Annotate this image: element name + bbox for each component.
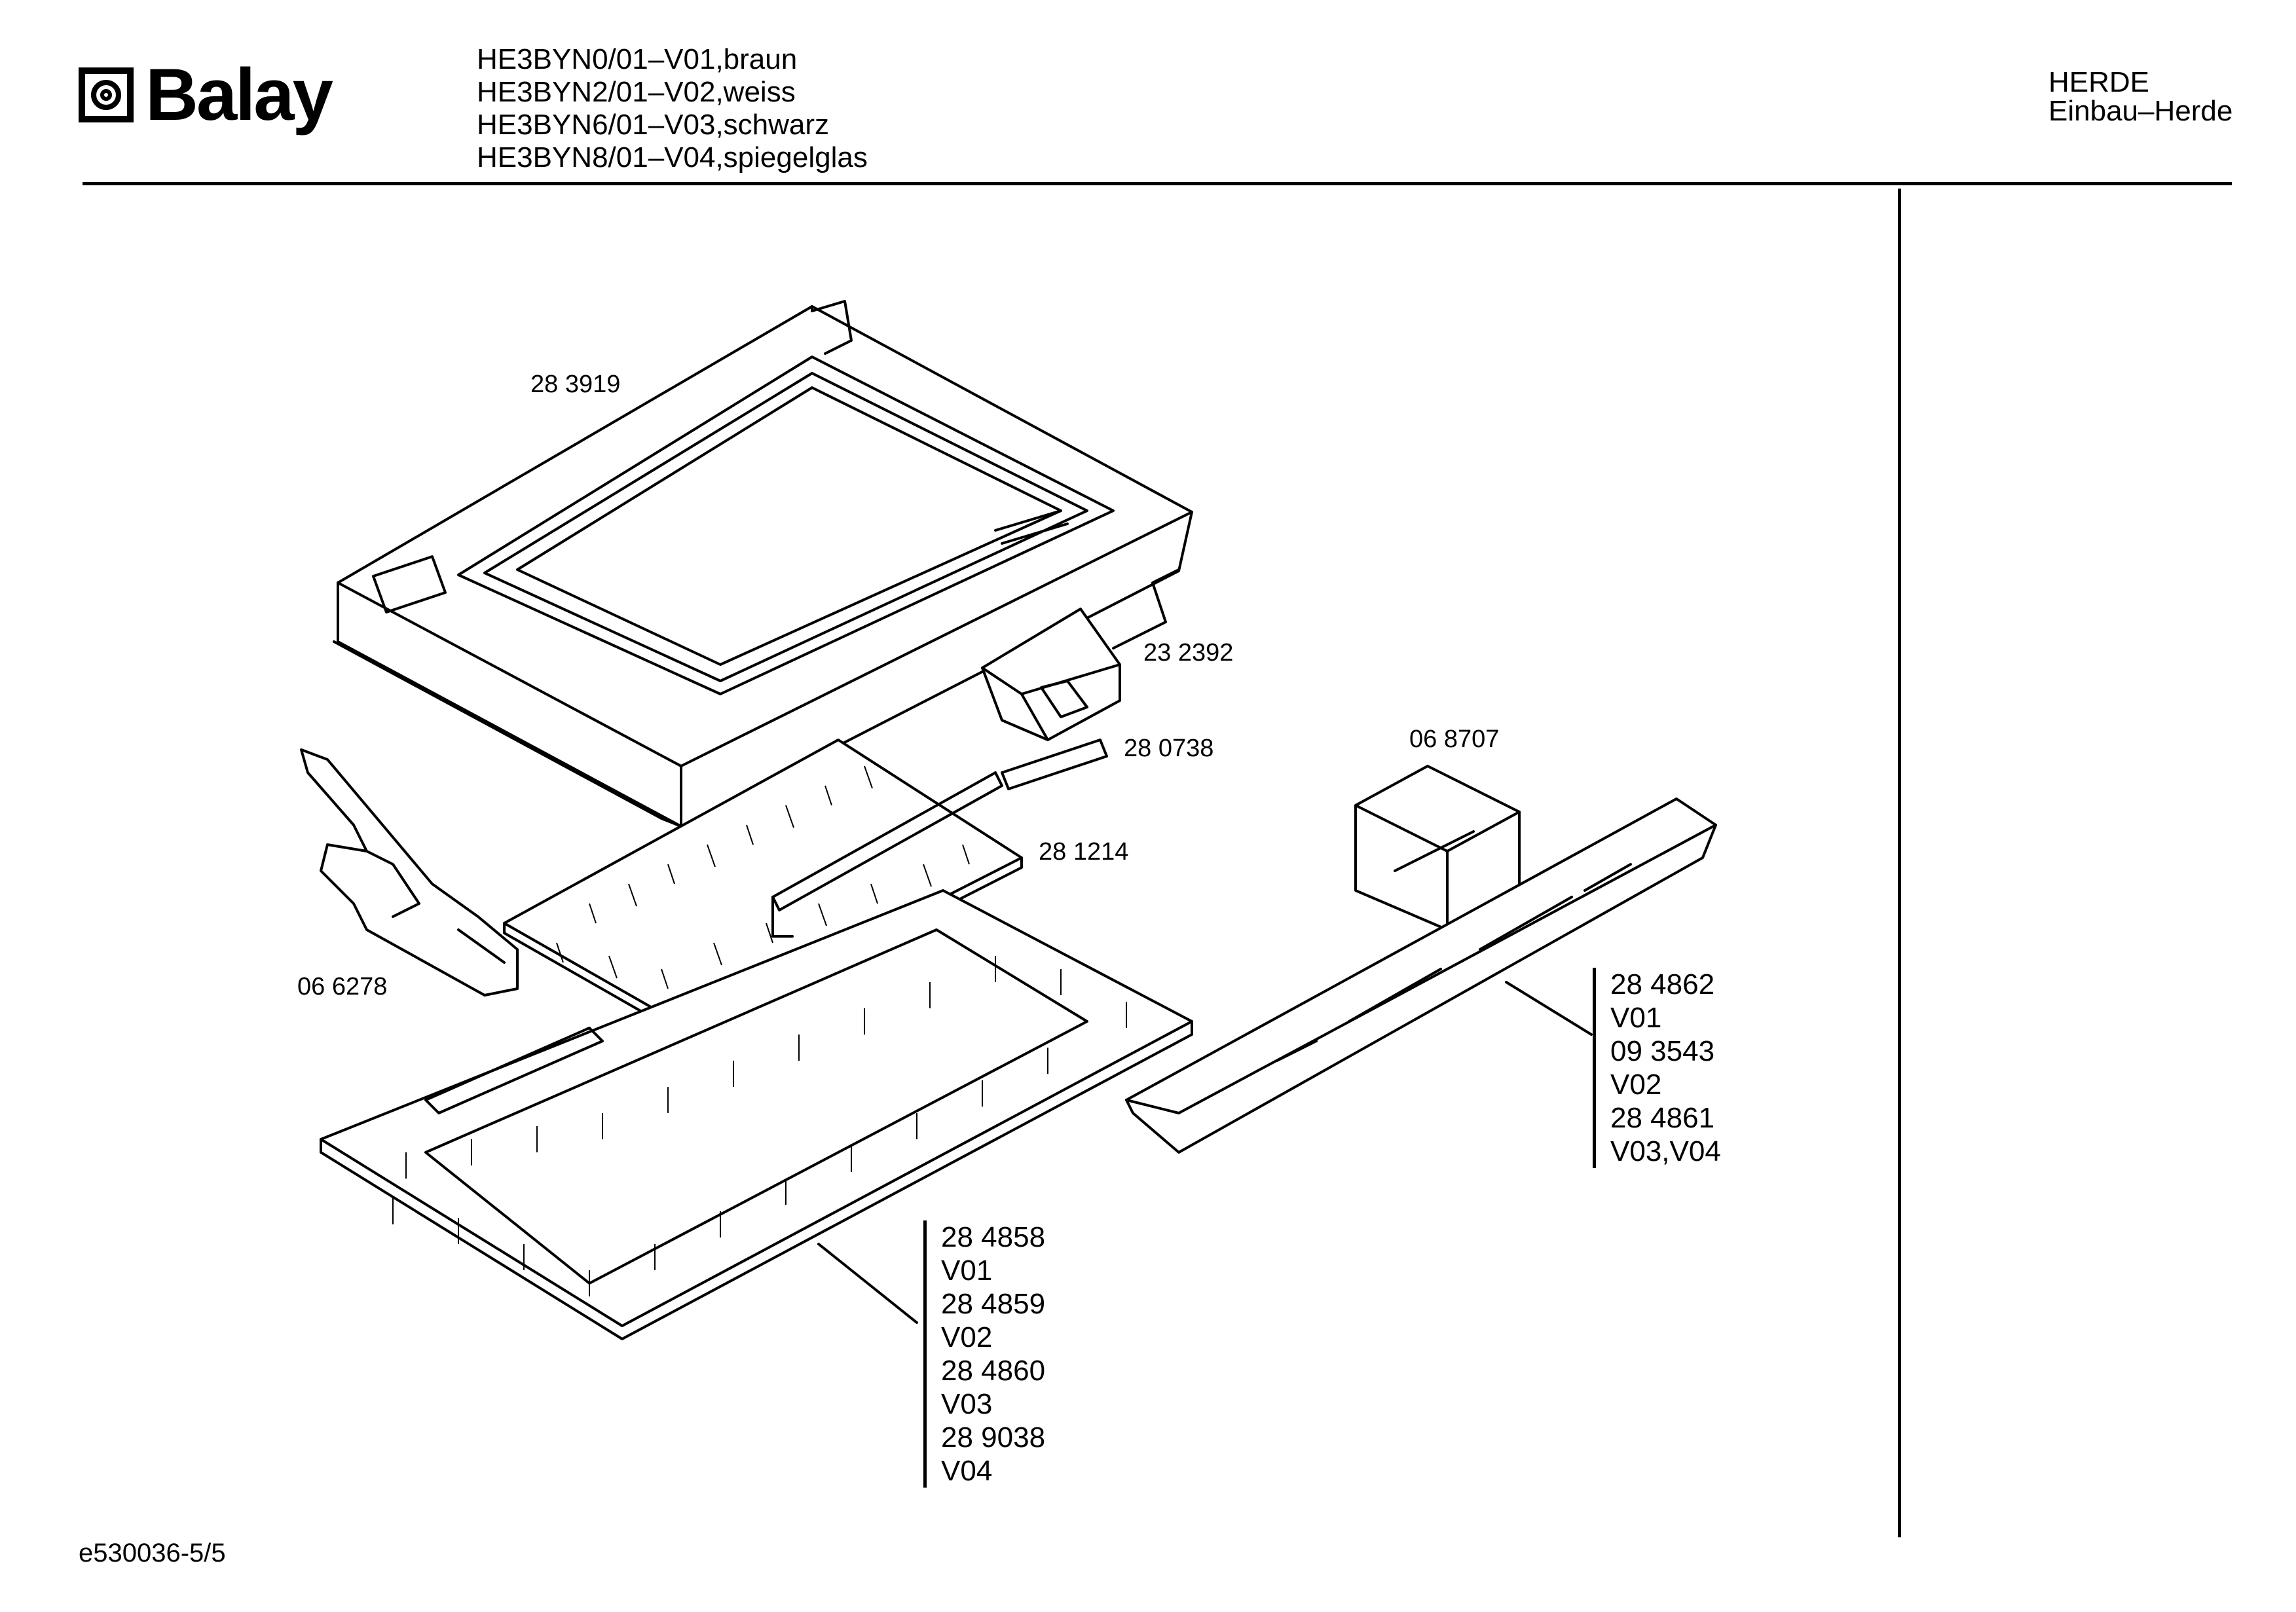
- model-line: HE3BYN6/01–V03,schwarz: [477, 109, 830, 141]
- model-list: HE3BYN0/01–V01,braun HE3BYN2/01–V02,weis…: [477, 43, 868, 174]
- handle-part-list: 28 4862 V01 09 3543 V02 28 4861 V03,V04: [1593, 968, 1721, 1168]
- hinge-drawing: [301, 750, 517, 995]
- part-label-handle-block: 06 8707: [1409, 725, 1500, 753]
- list-item: 28 4862: [1610, 968, 1715, 1000]
- document-code: e530036-5/5: [79, 1539, 226, 1567]
- door-frame-drawing: [334, 301, 1192, 826]
- list-item: V03: [941, 1388, 993, 1420]
- list-item: 28 4861: [1610, 1102, 1715, 1134]
- model-line: HE3BYN2/01–V02,weiss: [477, 76, 796, 108]
- glass-hatching: [393, 766, 1126, 1296]
- list-item: V01: [941, 1255, 993, 1287]
- list-item: V02: [941, 1321, 993, 1353]
- list-item: 28 4860: [941, 1355, 1046, 1387]
- glass-part-list: 28 4858 V01 28 4859 V02 28 4860 V03 28 9…: [923, 1220, 1045, 1488]
- list-item: 28 4859: [941, 1288, 1046, 1320]
- list-item: V03,V04: [1610, 1135, 1721, 1167]
- part-label-hinge-bracket: 23 2392: [1143, 639, 1234, 667]
- model-line: HE3BYN0/01–V01,braun: [477, 43, 798, 75]
- category-block: HERDE Einbau–Herde: [2048, 68, 2232, 126]
- list-item: V01: [1610, 1002, 1662, 1034]
- category-subtitle: Einbau–Herde: [2048, 95, 2233, 127]
- leader-line-glass: [819, 1244, 917, 1323]
- balay-logo-icon: [79, 67, 134, 122]
- part-label-inner-glass: 28 1214: [1039, 838, 1129, 866]
- category-title: HERDE: [2048, 66, 2150, 98]
- list-item: V04: [941, 1455, 993, 1487]
- list-item: 28 4858: [941, 1221, 1046, 1253]
- header-divider: [83, 182, 2232, 185]
- part-label-strip: 28 0738: [1124, 735, 1214, 762]
- part-label-hinge: 06 6278: [297, 973, 388, 1000]
- list-item: 09 3543: [1610, 1035, 1715, 1067]
- list-item: V02: [1610, 1069, 1662, 1101]
- part-label-door-frame: 28 3919: [530, 371, 621, 398]
- outer-glass-drawing: [321, 890, 1192, 1339]
- list-item: 28 9038: [941, 1421, 1046, 1454]
- column-divider: [1898, 189, 1901, 1537]
- leader-line-handle: [1506, 982, 1591, 1035]
- handle-bar-drawing: [1126, 799, 1716, 1152]
- brand-name: Balay: [145, 54, 333, 136]
- balay-logo: Balay: [79, 54, 333, 136]
- hinge-bracket-drawing: [982, 609, 1120, 740]
- model-line: HE3BYN8/01–V04,spiegelglas: [477, 141, 868, 174]
- strip-drawing: [1002, 740, 1107, 789]
- handle-block-drawing: [1356, 766, 1519, 930]
